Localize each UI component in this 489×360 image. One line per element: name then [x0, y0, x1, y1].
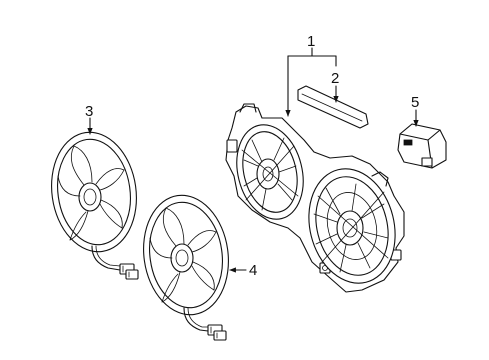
lower-fan-assembly [143, 194, 229, 341]
callout-2: 2 [331, 70, 339, 87]
seal-strip [297, 85, 369, 129]
callout-1: 1 [307, 33, 315, 50]
callout-3: 3 [85, 103, 93, 120]
left-fan-assembly [51, 131, 139, 280]
callout-4: 4 [249, 262, 257, 279]
callout-5: 5 [411, 94, 419, 111]
leader-lines [87, 47, 419, 273]
fan-shroud-assembly [225, 103, 405, 293]
control-module [397, 123, 447, 169]
